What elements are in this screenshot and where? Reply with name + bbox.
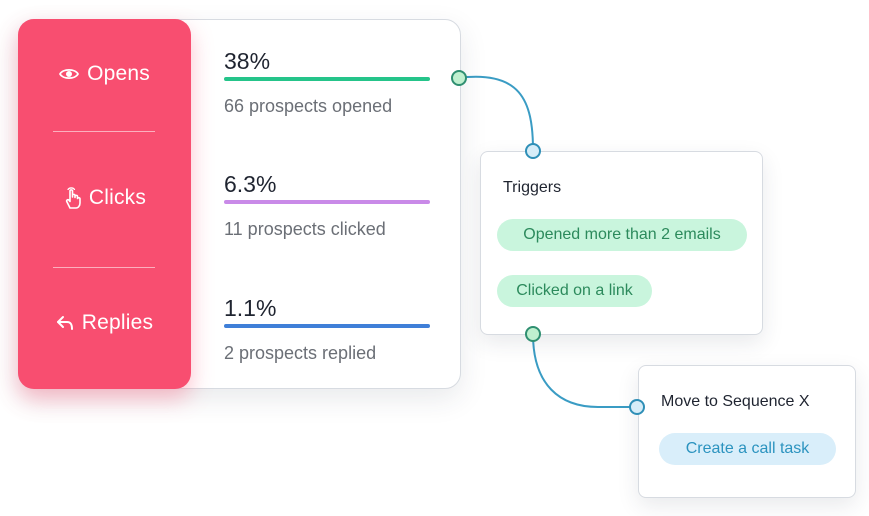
stat-replies: 1.1% 2 prospects replied xyxy=(224,294,434,364)
trigger-pill-clicked-link[interactable]: Clicked on a link xyxy=(497,275,652,307)
stat-clicks: 6.3% 11 prospects clicked xyxy=(224,170,434,240)
stat-opens: 38% 66 prospects opened xyxy=(224,47,434,117)
metric-divider xyxy=(53,267,155,268)
stat-opens-description: 66 prospects opened xyxy=(224,96,393,116)
metric-clicks-label: Clicks xyxy=(88,186,147,209)
stat-replies-percent: 1.1% xyxy=(224,295,277,321)
metric-sidebar: Opens Clicks xyxy=(18,19,191,389)
metric-replies[interactable]: Replies xyxy=(18,308,191,338)
metric-divider xyxy=(53,131,155,132)
pointer-hand-icon xyxy=(63,186,81,210)
trigger-pill-opened-emails[interactable]: Opened more than 2 emails xyxy=(497,219,747,251)
stat-replies-description: 2 prospects replied xyxy=(224,343,377,363)
metric-opens-label: Opens xyxy=(87,62,150,85)
connector-node-opens[interactable] xyxy=(451,70,467,86)
stat-clicks-description: 11 prospects clicked xyxy=(224,219,386,239)
stat-opens-percent: 38% xyxy=(224,48,271,74)
connector-opens-to-triggers xyxy=(457,75,534,151)
stat-opens-bar xyxy=(224,77,430,81)
metric-opens[interactable]: Opens xyxy=(18,59,191,89)
sequence-title: Move to Sequence X xyxy=(661,393,810,410)
connector-node-triggers-out[interactable] xyxy=(525,326,541,342)
engagement-stats-card: Opens Clicks xyxy=(18,19,461,389)
connector-triggers-to-sequence xyxy=(532,333,637,408)
triggers-card: Triggers Opened more than 2 emails Click… xyxy=(480,151,763,335)
sequence-card: Move to Sequence X Create a call task xyxy=(638,365,856,498)
eye-icon xyxy=(59,67,80,81)
metric-clicks[interactable]: Clicks xyxy=(18,183,191,213)
stat-clicks-bar xyxy=(224,200,430,204)
action-pill-call-task[interactable]: Create a call task xyxy=(659,433,836,465)
connector-node-triggers-in[interactable] xyxy=(525,143,541,159)
stat-clicks-percent: 6.3% xyxy=(224,171,277,197)
reply-arrow-icon xyxy=(56,315,74,331)
triggers-title: Triggers xyxy=(503,179,562,196)
metric-replies-label: Replies xyxy=(81,311,154,334)
connector-node-sequence-in[interactable] xyxy=(629,399,645,415)
stat-replies-bar xyxy=(224,324,430,328)
